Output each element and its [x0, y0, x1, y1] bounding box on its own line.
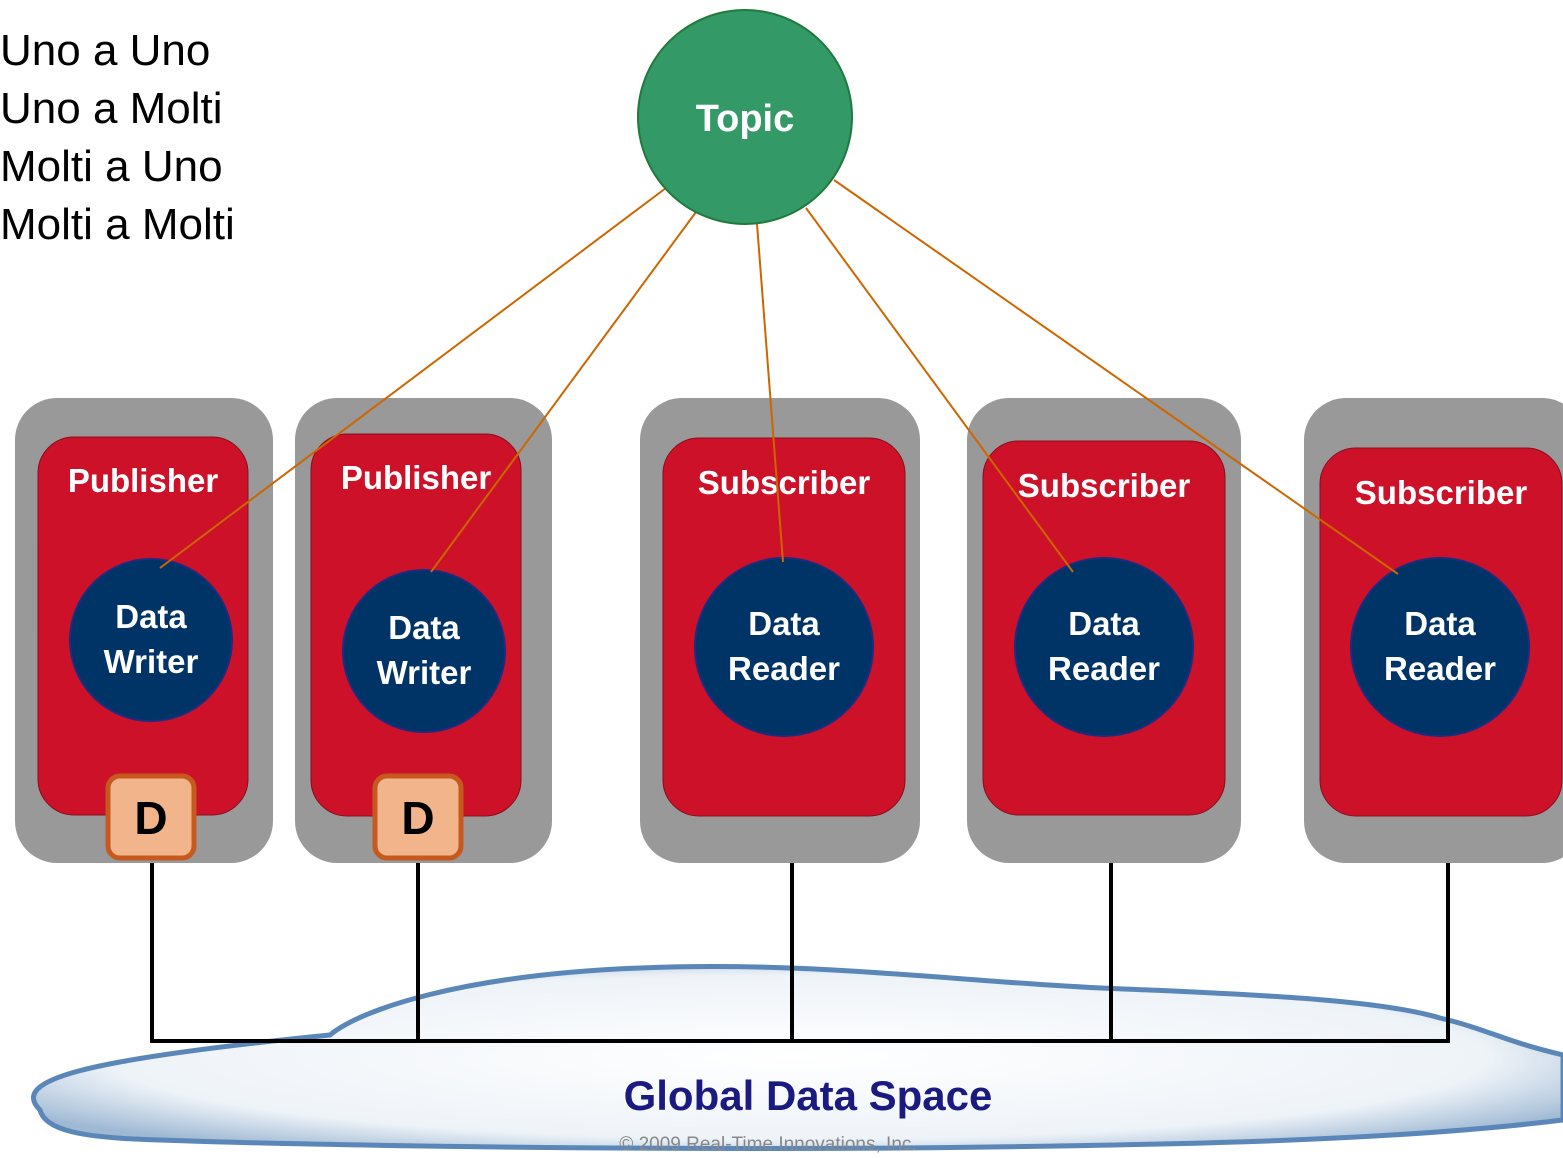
endpoint-label-line2: Reader [1048, 650, 1160, 687]
topic-label: Topic [696, 98, 795, 140]
copyright-text: © 2009 Real-Time Innovations, Inc. [619, 1134, 916, 1153]
endpoint-label-line1: Data [1068, 605, 1140, 642]
bullet-item: Molti a Uno [0, 142, 223, 191]
endpoint-label-line1: Data [115, 598, 187, 635]
publisher-label: Publisher [68, 462, 219, 499]
domain-badge-label: D [134, 792, 167, 844]
topic-link-line [805, 207, 1074, 573]
endpoint-label-line1: Data [1404, 605, 1476, 642]
cloud-label: Global Data Space [624, 1072, 993, 1119]
subscriber-label: Subscriber [698, 464, 871, 501]
topic-link-line [159, 187, 667, 569]
entities-group: PublisherDataWriterDPublisherDataWriterD… [15, 398, 1563, 863]
data-writer-circle [69, 558, 233, 722]
data-reader-circle [694, 557, 874, 737]
publisher-label: Publisher [341, 459, 492, 496]
bullet-item: Uno a Molti [0, 84, 223, 133]
topic-link-line [756, 223, 784, 563]
domain-badge-label: D [401, 792, 434, 844]
endpoint-label-line2: Reader [728, 650, 840, 687]
data-reader-circle [1014, 557, 1194, 737]
topic-link-line [833, 179, 1399, 575]
global-data-space-cloud [31, 963, 1563, 1151]
domain-badge [372, 773, 464, 861]
data-writer-circle [342, 569, 506, 733]
data-reader-circle [1350, 557, 1530, 737]
endpoint-label-line2: Reader [1384, 650, 1496, 687]
endpoint-label-line1: Data [388, 609, 460, 646]
subscriber-label: Subscriber [1355, 474, 1528, 511]
cardinality-list: Uno a Uno Uno a Molti Molti a Uno Molti … [0, 22, 235, 254]
endpoint-label-line1: Data [748, 605, 820, 642]
topic-links [159, 179, 1399, 575]
domain-badge [105, 773, 197, 861]
bullet-item: Molti a Molti [0, 200, 235, 249]
endpoint-label-line2: Writer [104, 643, 199, 680]
topic-circle [637, 9, 853, 225]
subscriber-label: Subscriber [1018, 467, 1191, 504]
endpoint-label-line2: Writer [377, 654, 472, 691]
topic-link-line [430, 211, 697, 573]
bullet-item: Uno a Uno [0, 26, 211, 75]
